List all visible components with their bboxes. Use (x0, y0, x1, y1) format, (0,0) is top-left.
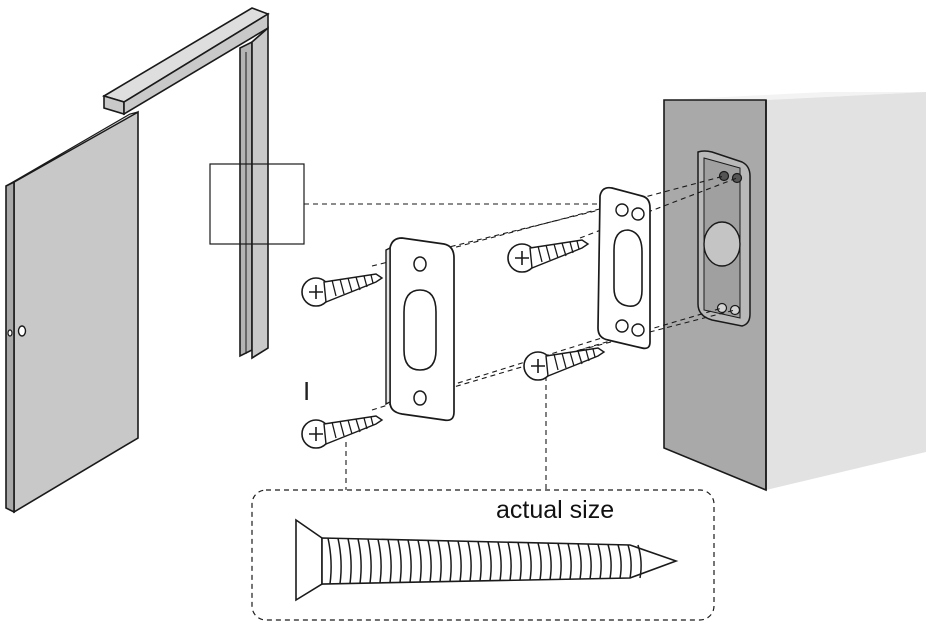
thread-line (577, 543, 582, 580)
thread-line (347, 538, 352, 584)
thread-line (497, 541, 502, 581)
thread-line (477, 541, 482, 582)
thread-line (517, 542, 522, 581)
thread-line (407, 539, 412, 583)
screw-icon (507, 239, 589, 273)
thread-line (617, 544, 622, 579)
thread-line (367, 538, 372, 584)
actual-size-label: actual size (496, 496, 614, 524)
screw-icon (523, 347, 605, 381)
wall-icon (663, 92, 926, 492)
thread-line (547, 542, 552, 580)
thread-line (627, 544, 632, 579)
screw-icon (301, 415, 383, 449)
strike-plate-icon (385, 237, 455, 422)
thread-line (537, 542, 542, 580)
thread-line (327, 537, 332, 584)
wall-top (664, 92, 926, 100)
screw-icon (301, 273, 383, 307)
thread-line (357, 538, 362, 584)
door-keyhole (7, 329, 13, 337)
thread-line (427, 540, 432, 583)
thread-line (387, 539, 392, 583)
thread-line (637, 544, 642, 579)
screw-marker-label: I (303, 376, 310, 406)
thread-line (587, 543, 592, 579)
thread-line (337, 538, 342, 584)
thread-line (397, 539, 402, 583)
thread-line (417, 540, 422, 583)
thread-line (567, 543, 572, 580)
thread-line (437, 540, 442, 582)
actual-size-callout: actual size (251, 489, 715, 621)
door-icon (5, 110, 139, 514)
thread-line (447, 540, 452, 582)
thread-line (557, 543, 562, 580)
thread-line (607, 544, 612, 579)
thread-line (597, 544, 602, 579)
screw-icon-large (295, 518, 679, 602)
thread-line (457, 540, 462, 582)
thread-line (467, 541, 472, 582)
door-frame-icon (102, 7, 305, 360)
door-edge (5, 180, 15, 514)
thread-line (377, 539, 382, 584)
strike-plate-icon (597, 186, 651, 350)
thread-line (527, 542, 532, 581)
wall-side (766, 92, 926, 490)
thread-line (487, 541, 492, 581)
door-knob (17, 325, 27, 337)
thread-line (507, 542, 512, 581)
door-top (5, 111, 139, 187)
